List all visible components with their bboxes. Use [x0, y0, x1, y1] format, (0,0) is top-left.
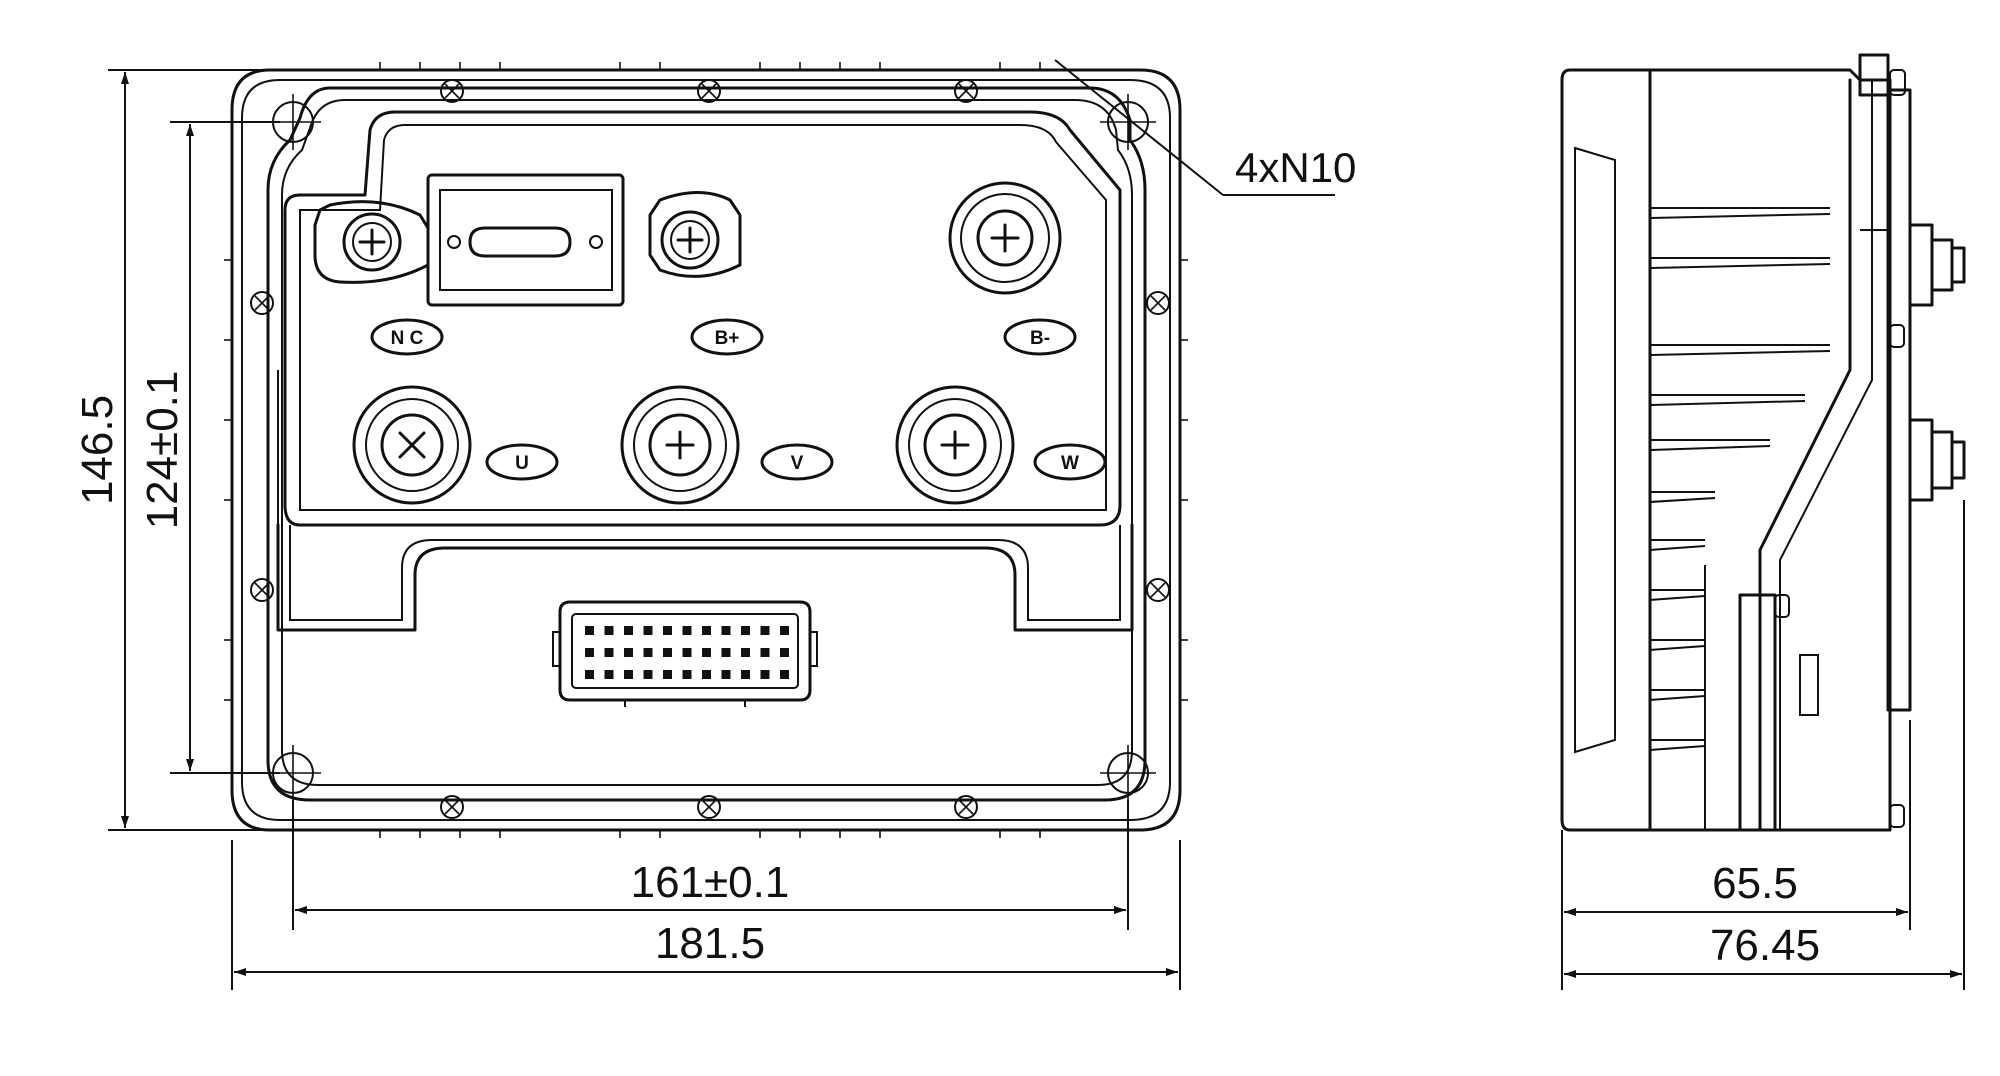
connector-pin: [721, 648, 731, 657]
connector-pin: [604, 670, 614, 679]
terminal-b-plus: [648, 191, 742, 278]
side-base-plate: [1560, 68, 1652, 832]
connector-pin: [624, 648, 633, 657]
connector-pin: [624, 670, 633, 679]
connector-pins: [585, 626, 789, 679]
screw-icon: [697, 79, 721, 103]
dim-width-overall: 181.5: [655, 919, 765, 968]
side-cover-slope: [1758, 78, 1852, 832]
hole-callout-leader: [1054, 59, 1224, 196]
connector-pin: [643, 626, 653, 635]
dim-depth-overall: 76.45: [1710, 921, 1820, 970]
hole-callout: 4xN10: [1235, 144, 1356, 191]
connector-pin: [663, 626, 672, 635]
connector-pin: [585, 626, 594, 635]
side-heatsink-body: [1648, 68, 1892, 832]
connector-pin: [663, 670, 672, 679]
terminal-cover-inner: [299, 124, 1107, 511]
terminal-nc: [313, 200, 430, 284]
side-view: [1560, 53, 1966, 832]
terminal-b-minus: [948, 181, 1062, 295]
housing-outline: [230, 68, 1182, 832]
connector-pin: [760, 626, 770, 635]
connector-pin: [604, 648, 614, 657]
side-dimensions: 65.5 76.45: [1561, 500, 1965, 990]
terminal-cover: [283, 110, 1122, 527]
connector-pin: [760, 670, 770, 679]
dim-height-holes: 124±0.1: [138, 371, 187, 530]
housing-inner-edge: [241, 79, 1171, 821]
terminal-u: [352, 385, 472, 505]
dim-width-holes: 161±0.1: [631, 858, 790, 907]
label-nc: N C: [391, 328, 424, 349]
connector-pin: [780, 670, 789, 679]
mount-hole-tr: [1100, 94, 1156, 150]
fuse-holder: [426, 173, 625, 307]
connector-pin: [624, 626, 633, 635]
label-u: U: [515, 453, 529, 474]
edge-ribs: [224, 62, 1188, 838]
connector-pin: [663, 648, 672, 657]
signal-connector: [552, 600, 818, 707]
side-base-recess: [1574, 146, 1616, 754]
side-lid-plate: [1886, 88, 1912, 712]
dim-depth-body: 65.5: [1712, 859, 1798, 908]
connector-pin: [702, 670, 711, 679]
label-v: V: [791, 453, 804, 474]
screw-icon: [1146, 291, 1170, 315]
lid-inner: [281, 99, 1133, 786]
connector-pin: [780, 648, 789, 657]
screw-icon: [954, 79, 978, 103]
connector-pin: [682, 626, 692, 635]
side-bolts: [1774, 69, 1966, 828]
terminal-labels: N C B+ B- U V W: [370, 318, 1107, 481]
fuse-slot: [468, 226, 572, 258]
screw-icon: [954, 795, 978, 819]
screw-icon: [250, 291, 274, 315]
lid-screws: [250, 79, 1170, 819]
side-connector-stub: [1799, 654, 1819, 716]
connector-pin: [702, 626, 711, 635]
screw-icon: [440, 795, 464, 819]
side-fins: [1649, 207, 1831, 751]
mount-hole-br: [1100, 745, 1156, 801]
connector-pin: [721, 626, 731, 635]
label-b-minus: B-: [1030, 328, 1050, 349]
connector-pin: [682, 648, 692, 657]
connector-pin: [585, 648, 594, 657]
connector-pin: [741, 626, 750, 635]
connector-pin: [682, 670, 692, 679]
connector-pin: [741, 648, 750, 657]
connector-pin: [604, 626, 614, 635]
connector-pin: [643, 670, 653, 679]
connector-pin: [721, 670, 731, 679]
dim-height-overall: 146.5: [73, 395, 122, 505]
terminal-v: [620, 385, 740, 505]
side-lid-top: [1858, 53, 1890, 97]
label-w: W: [1061, 453, 1079, 474]
connector-pin: [780, 626, 789, 635]
lid-outline: [266, 86, 1147, 802]
side-lower-block: [1738, 593, 1777, 832]
front-view: N C B+ B- U V W 4xN10: [224, 59, 1356, 838]
front-dimensions: 146.5 124±0.1 161±0.1 181.5: [73, 69, 1181, 990]
connector-pin: [760, 648, 770, 657]
lower-bracket-inner: [289, 525, 1121, 621]
connector-pin: [741, 670, 750, 679]
terminal-w: [895, 385, 1015, 505]
connector-pin: [643, 648, 653, 657]
connector-pin: [585, 670, 594, 679]
screw-icon: [250, 578, 274, 602]
lower-bracket: [276, 523, 1134, 632]
screw-icon: [697, 795, 721, 819]
screw-icon: [440, 79, 464, 103]
screw-icon: [1146, 578, 1170, 602]
connector-pin: [702, 648, 711, 657]
label-b-plus: B+: [715, 328, 740, 349]
